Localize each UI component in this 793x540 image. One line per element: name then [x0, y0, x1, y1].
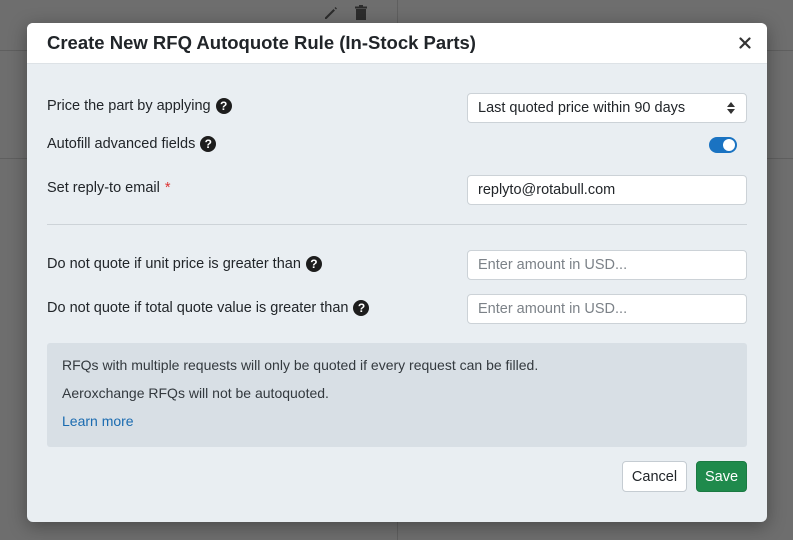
reply-to-email-field[interactable]: replyto@rotabull.com: [467, 175, 747, 205]
unit-price-input[interactable]: Enter amount in USD...: [467, 250, 747, 280]
select-arrows-icon: [727, 102, 735, 114]
autofill-label: Autofill advanced fields ?: [47, 136, 217, 152]
save-button[interactable]: Save: [696, 461, 747, 492]
modal-title: Create New RFQ Autoquote Rule (In-Stock …: [47, 32, 476, 53]
help-icon[interactable]: ?: [305, 256, 322, 272]
pricing-label-text: Price the part by applying: [47, 98, 211, 114]
required-marker: *: [164, 180, 171, 196]
pricing-row: Price the part by applying ?: [47, 98, 747, 114]
total-value-input[interactable]: Enter amount in USD...: [467, 294, 747, 324]
help-icon[interactable]: ?: [200, 136, 217, 152]
toggle-knob: [723, 139, 735, 151]
edit-icon: [325, 7, 337, 19]
autofill-row: Autofill advanced fields ?: [47, 136, 747, 152]
unit-price-placeholder: Enter amount in USD...: [478, 257, 628, 273]
trash-icon: [355, 5, 367, 20]
reply-to-email-value: replyto@rotabull.com: [478, 182, 616, 198]
autofill-label-text: Autofill advanced fields: [47, 136, 196, 152]
pricing-select-value: Last quoted price within 90 days: [478, 100, 686, 116]
autoquote-rule-modal: Create New RFQ Autoquote Rule (In-Stock …: [27, 23, 767, 522]
total-value-label-text: Do not quote if total quote value is gre…: [47, 300, 349, 316]
help-icon[interactable]: ?: [215, 98, 232, 114]
section-divider: [47, 224, 747, 225]
unit-price-label: Do not quote if unit price is greater th…: [47, 256, 322, 272]
total-value-label: Do not quote if total quote value is gre…: [47, 300, 370, 316]
help-icon[interactable]: ?: [353, 300, 370, 316]
background-row-actions: [322, 4, 370, 22]
close-icon[interactable]: [737, 35, 753, 51]
info-line-multiple-requests: RFQs with multiple requests will only be…: [62, 357, 539, 373]
total-value-placeholder: Enter amount in USD...: [478, 301, 628, 317]
pricing-select[interactable]: Last quoted price within 90 days: [467, 93, 747, 123]
info-line-aeroxchange: Aeroxchange RFQs will not be autoquoted.: [62, 385, 329, 401]
total-value-row: Do not quote if total quote value is gre…: [47, 300, 747, 316]
unit-price-row: Do not quote if unit price is greater th…: [47, 256, 747, 272]
cancel-button[interactable]: Cancel: [622, 461, 687, 492]
unit-price-label-text: Do not quote if unit price is greater th…: [47, 256, 301, 272]
autofill-toggle[interactable]: [709, 137, 737, 153]
modal-header: Create New RFQ Autoquote Rule (In-Stock …: [27, 23, 767, 64]
reply-to-label-text: Set reply-to email: [47, 180, 160, 196]
reply-to-label: Set reply-to email *: [47, 180, 170, 196]
pricing-label: Price the part by applying ?: [47, 98, 232, 114]
learn-more-link[interactable]: Learn more: [62, 413, 134, 429]
info-box: RFQs with multiple requests will only be…: [47, 343, 747, 447]
reply-to-row: Set reply-to email *: [47, 180, 747, 196]
